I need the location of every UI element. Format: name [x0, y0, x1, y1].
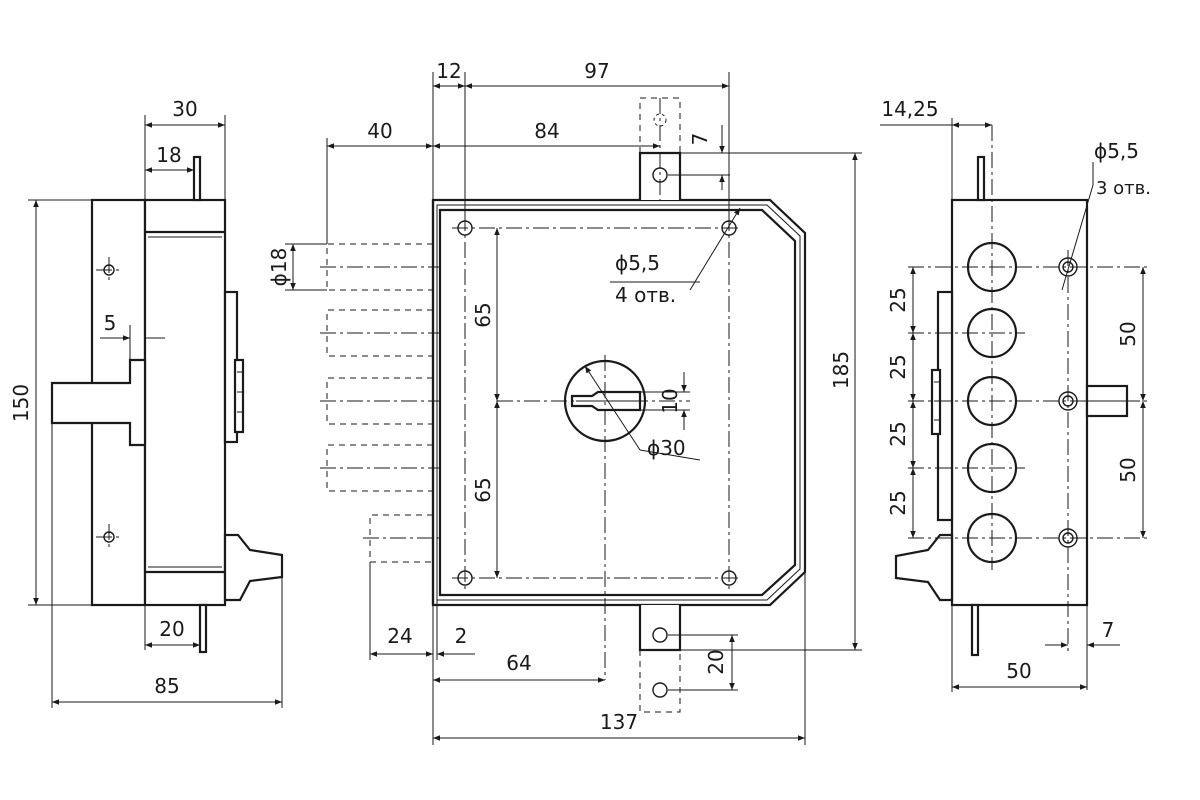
- dim-side-30: 30: [172, 97, 197, 121]
- dim-side-5: 5: [104, 311, 117, 335]
- side-view: 30 18 5 150 20 85: [9, 97, 284, 708]
- front-bolts: [320, 243, 440, 563]
- dim-back-50-top: 50: [1116, 321, 1140, 346]
- dim-side-18: 18: [156, 143, 181, 167]
- dim-front-97: 97: [584, 59, 609, 83]
- dim-back-hole-dia: ϕ5,5: [1094, 139, 1139, 163]
- dim-front-hole-count: 4 отв.: [615, 283, 676, 307]
- dim-front-65-top: 65: [471, 302, 495, 327]
- side-bolt: [50, 358, 147, 447]
- dim-back-25-b: 25: [886, 354, 910, 379]
- dim-back-50-bottom: 50: [1116, 457, 1140, 482]
- dim-back-25-c: 25: [886, 421, 910, 446]
- dim-front-64: 64: [506, 651, 531, 675]
- dim-front-137: 137: [600, 710, 638, 734]
- dim-side-20: 20: [159, 617, 184, 641]
- dim-front-185: 185: [829, 351, 853, 389]
- dim-front-7: 7: [688, 133, 712, 146]
- side-thumb-turn: [223, 533, 284, 602]
- dim-front-2: 2: [455, 624, 468, 648]
- back-view: 14,25 ϕ5,5 3 отв. 25 25 25 25 50 50 7 50: [880, 97, 1151, 692]
- dim-front-dia18: ϕ18: [267, 248, 291, 287]
- dim-back-hole-count: 3 отв.: [1096, 178, 1151, 199]
- dim-front-65-bottom: 65: [471, 477, 495, 502]
- dim-side-150: 150: [9, 384, 33, 422]
- dim-back-7: 7: [1102, 618, 1115, 642]
- dim-front-24: 24: [387, 624, 412, 648]
- dim-front-10: 10: [658, 388, 682, 413]
- side-body-case: [143, 198, 227, 607]
- dim-front-20: 20: [704, 649, 728, 674]
- dim-back-25-d: 25: [886, 490, 910, 515]
- dim-back-width-50: 50: [1006, 659, 1031, 683]
- dim-front-12: 12: [436, 59, 461, 83]
- dim-front-dia30: ϕ30: [647, 436, 686, 460]
- back-thumb-turn: [894, 533, 954, 602]
- dim-side-85: 85: [154, 674, 179, 698]
- dim-back-14-25: 14,25: [881, 97, 938, 121]
- dim-front-84: 84: [534, 119, 559, 143]
- front-view: 65 65 10 ϕ30 ϕ5,5 4 отв. ϕ18 12 97: [267, 59, 862, 745]
- dim-front-hole-dia: ϕ5,5: [615, 251, 660, 275]
- dim-front-40: 40: [367, 119, 392, 143]
- dim-back-25-a: 25: [886, 287, 910, 312]
